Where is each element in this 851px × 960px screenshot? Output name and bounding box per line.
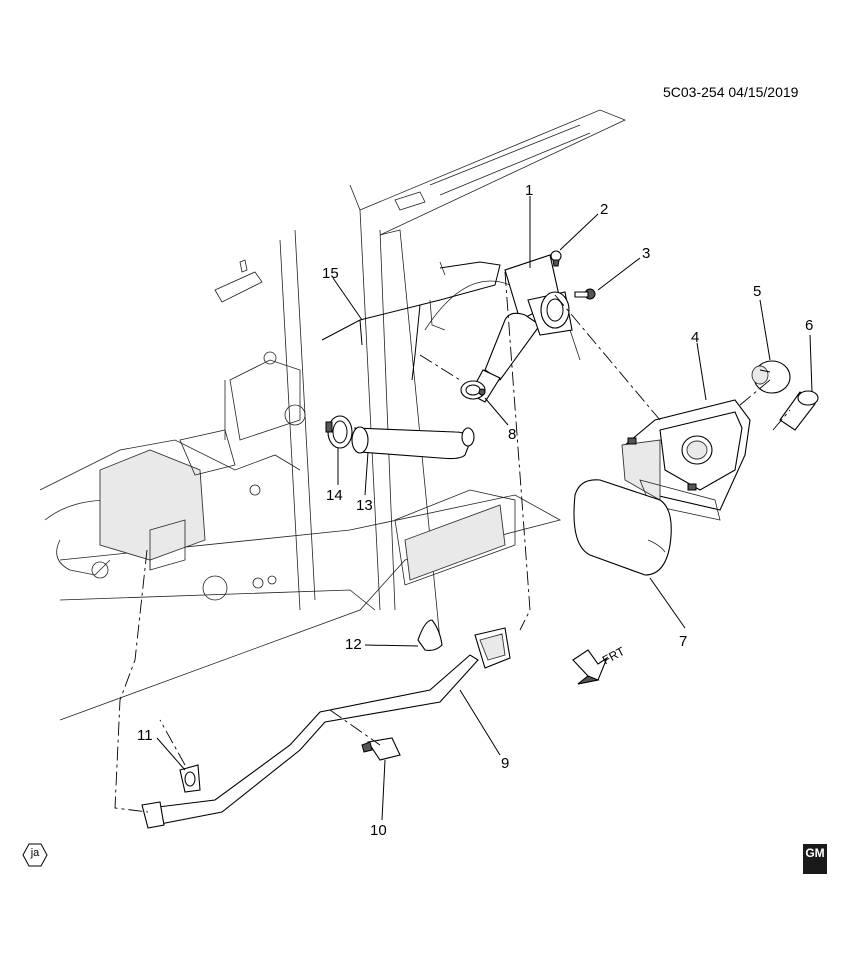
filler-neck-1 xyxy=(469,254,573,403)
centerlines xyxy=(114,271,791,813)
vent-tube-15 xyxy=(321,261,501,381)
callout-12: 12 xyxy=(345,636,362,653)
leader-lines xyxy=(156,196,813,821)
callout-8: 8 xyxy=(508,426,517,443)
fuel-door-housing-4 xyxy=(621,399,751,521)
callout-6: 6 xyxy=(805,317,814,334)
hexagon-badge-icon xyxy=(22,843,48,867)
nut-2 xyxy=(550,250,562,267)
clamp-14 xyxy=(325,415,353,449)
front-direction-arrow-icon xyxy=(572,649,609,685)
callout-1: 1 xyxy=(525,182,534,199)
callout-2: 2 xyxy=(600,201,609,218)
callout-11: 11 xyxy=(137,727,153,744)
hose-assembly-9 xyxy=(141,627,511,829)
callout-5: 5 xyxy=(753,283,762,300)
gm-logo-icon: GM xyxy=(803,844,827,874)
bolt-3 xyxy=(574,288,596,300)
reference-number: 5C03-254 04/15/2019 xyxy=(663,84,799,100)
badge-label: ja xyxy=(30,847,40,859)
clip-10 xyxy=(361,737,401,761)
callout-7: 7 xyxy=(679,633,688,650)
callout-3: 3 xyxy=(642,245,651,262)
vehicle-body xyxy=(39,109,627,721)
callout-4: 4 xyxy=(691,329,700,346)
callout-14: 14 xyxy=(326,487,343,504)
callout-15: 15 xyxy=(322,265,339,282)
gm-logo-text: GM xyxy=(805,846,825,860)
callout-9: 9 xyxy=(501,755,510,772)
clamp-8 xyxy=(460,380,486,400)
hose-13 xyxy=(351,426,475,460)
fuel-cap-5 xyxy=(751,360,791,394)
fuel-door-7 xyxy=(573,479,672,576)
clip-11 xyxy=(179,764,201,793)
grommet-12 xyxy=(417,619,443,651)
adapter-6 xyxy=(779,390,819,431)
callout-13: 13 xyxy=(356,497,373,514)
callout-10: 10 xyxy=(370,822,387,839)
